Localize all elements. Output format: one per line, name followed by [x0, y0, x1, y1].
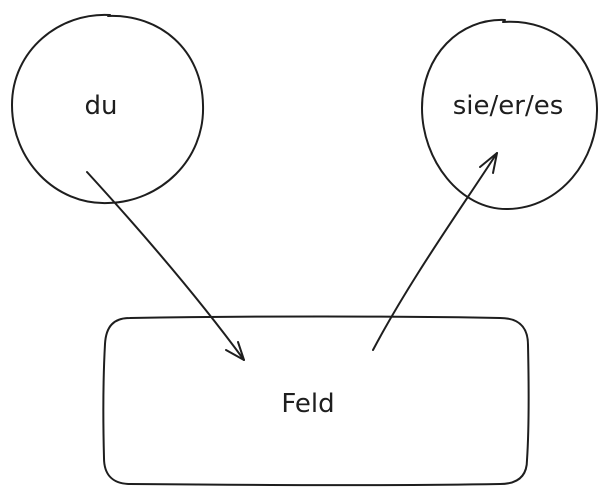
node-du-label: du [84, 91, 118, 121]
node-feld-box[interactable] [102, 315, 530, 487]
node-sie-er-es-circle[interactable] [421, 18, 599, 211]
arrow-du-to-feld [86, 171, 245, 361]
node-sie-er-es-label: sie/er/es [452, 91, 564, 121]
node-feld-label: Feld [281, 389, 335, 419]
arrow-feld-to-sie-er-es [372, 152, 498, 351]
node-du-circle[interactable] [11, 13, 205, 205]
